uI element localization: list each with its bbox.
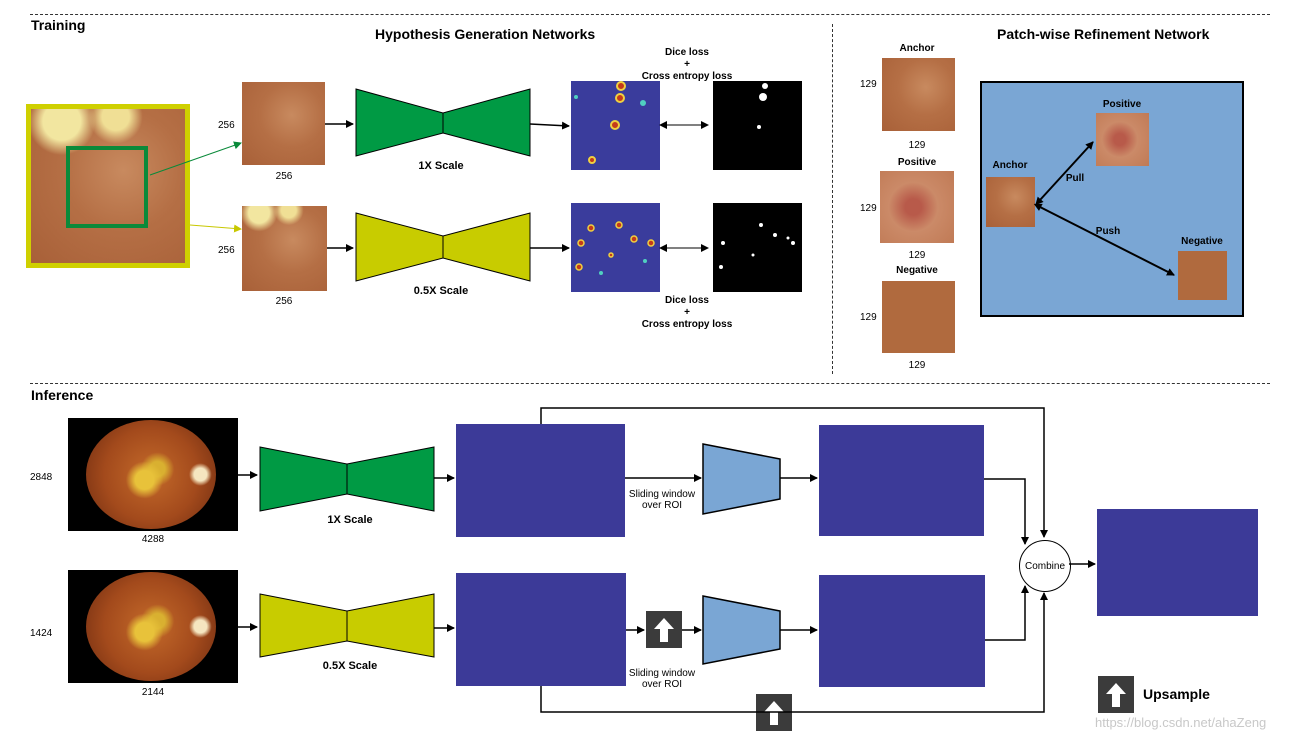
loss-bottom-line-1: Dice loss — [665, 295, 709, 306]
inf-scale-05x-label: 0.5X Scale — [322, 660, 378, 672]
training-source-image — [26, 104, 190, 268]
full-height-label: 2848 — [30, 472, 53, 483]
panel-negative-label: Negative — [1181, 236, 1223, 247]
push-arrow — [1033, 203, 1175, 276]
top-separator — [30, 14, 1270, 15]
sliding-window-top-line-1: Sliding window — [628, 489, 696, 500]
combine-node: Combine — [1019, 540, 1071, 592]
training-vertical-separator — [832, 24, 833, 374]
refined1x-to-combine — [984, 478, 1029, 545]
half-height-label: 1424 — [30, 628, 53, 639]
watermark: https://blog.csdn.net/ahaZeng — [1095, 715, 1267, 730]
positive-width: 129 — [908, 250, 926, 261]
panel-anchor-patch — [986, 177, 1035, 227]
sliding-window-top-line-2: over ROI — [641, 500, 682, 511]
positive-height: 129 — [860, 203, 877, 214]
loss-bottom-line-2: + — [684, 307, 690, 318]
inf-refine-net-1x — [702, 443, 781, 515]
negative-height: 129 — [860, 312, 877, 323]
prob-map-05x-spots — [575, 221, 655, 275]
inf-prob-map-05x — [456, 573, 626, 686]
up-arrow-icon — [1106, 682, 1126, 707]
train-scale-05x-label: 0.5X Scale — [413, 285, 469, 297]
prob-map-1x-spots — [574, 81, 646, 164]
negative-width: 129 — [908, 360, 926, 371]
positive-label: Positive — [897, 157, 937, 168]
patch-05x-height: 256 — [218, 245, 235, 256]
sliding-window-bottom: Sliding window over ROI — [629, 668, 695, 690]
loss-top-line-3: Cross entropy loss — [641, 71, 733, 82]
refinement-heading: Patch-wise Refinement Network — [997, 26, 1210, 42]
sliding-window-bottom-line-1: Sliding window — [628, 668, 696, 679]
patch-1x-height: 256 — [218, 120, 235, 131]
sliding-window-bottom-line-2: over ROI — [641, 679, 682, 690]
loss-bottom: Dice loss + Cross entropy loss — [642, 295, 733, 331]
anchor-height: 129 — [860, 79, 877, 90]
half-width-label: 2144 — [141, 687, 165, 698]
training-title: Training — [31, 17, 86, 33]
crop-to-05x-arrow — [189, 224, 242, 233]
crop-to-1x-arrow — [149, 141, 242, 176]
refined05x-to-combine — [985, 585, 1029, 641]
loss-top-line-2: + — [684, 59, 690, 70]
positive-patch — [880, 171, 954, 243]
fundus-half-frame — [68, 570, 238, 683]
patch-05x — [242, 206, 327, 291]
up-arrow-icon — [654, 617, 674, 642]
final-output-map — [1097, 509, 1258, 616]
net1x-to-map-arrow — [529, 121, 570, 130]
full-width-label: 4288 — [141, 534, 165, 545]
fundus-full-image — [86, 420, 216, 529]
combine-label: Combine — [1024, 560, 1066, 572]
patch-1x-width: 256 — [275, 171, 293, 182]
train-mask-05x — [713, 203, 802, 292]
middle-separator — [30, 383, 1270, 384]
mask-1x-spots — [757, 83, 768, 129]
inf-refined-map-1x — [819, 425, 984, 536]
patch-1x — [242, 82, 325, 165]
loss-top-line-1: Dice loss — [665, 47, 709, 58]
anchor-label: Anchor — [899, 43, 935, 54]
legend-upsample-label: Upsample — [1143, 686, 1210, 702]
fundus-full-frame — [68, 418, 238, 531]
panel-negative-patch — [1178, 251, 1227, 300]
skip-1x-to-combine — [540, 407, 1048, 538]
legend-upsample-icon — [1098, 676, 1134, 713]
crop-box — [66, 146, 148, 228]
train-scale-1x-label: 1X Scale — [418, 160, 464, 172]
fundus-half-image — [86, 572, 216, 681]
anchor-patch — [882, 58, 955, 131]
patch-05x-width: 256 — [275, 296, 293, 307]
negative-label: Negative — [896, 265, 938, 276]
inf-prob-map-1x — [456, 424, 625, 537]
pull-arrow — [1035, 141, 1094, 206]
sliding-window-top: Sliding window over ROI — [629, 489, 695, 511]
anchor-width: 129 — [908, 140, 926, 151]
hgn-heading: Hypothesis Generation Networks — [375, 26, 596, 42]
panel-anchor-label: Anchor — [992, 160, 1028, 171]
train-mask-1x — [713, 81, 802, 170]
train-prob-map-05x — [571, 203, 660, 292]
train-prob-map-1x — [571, 81, 660, 170]
inf-refine-net-05x — [702, 595, 781, 665]
loss-bottom-line-3: Cross entropy loss — [641, 319, 733, 330]
loss-top: Dice loss + Cross entropy loss — [642, 47, 733, 83]
negative-patch — [882, 281, 955, 353]
panel-positive-label: Positive — [1102, 99, 1142, 110]
inf-refined-map-05x — [819, 575, 985, 687]
inf-scale-1x-label: 1X Scale — [327, 514, 373, 526]
mask-05x-spots — [719, 223, 795, 269]
skip-05x-to-combine — [540, 592, 1048, 713]
upsample-icon — [646, 611, 682, 648]
panel-positive-patch — [1096, 113, 1149, 166]
inference-title: Inference — [31, 387, 94, 403]
